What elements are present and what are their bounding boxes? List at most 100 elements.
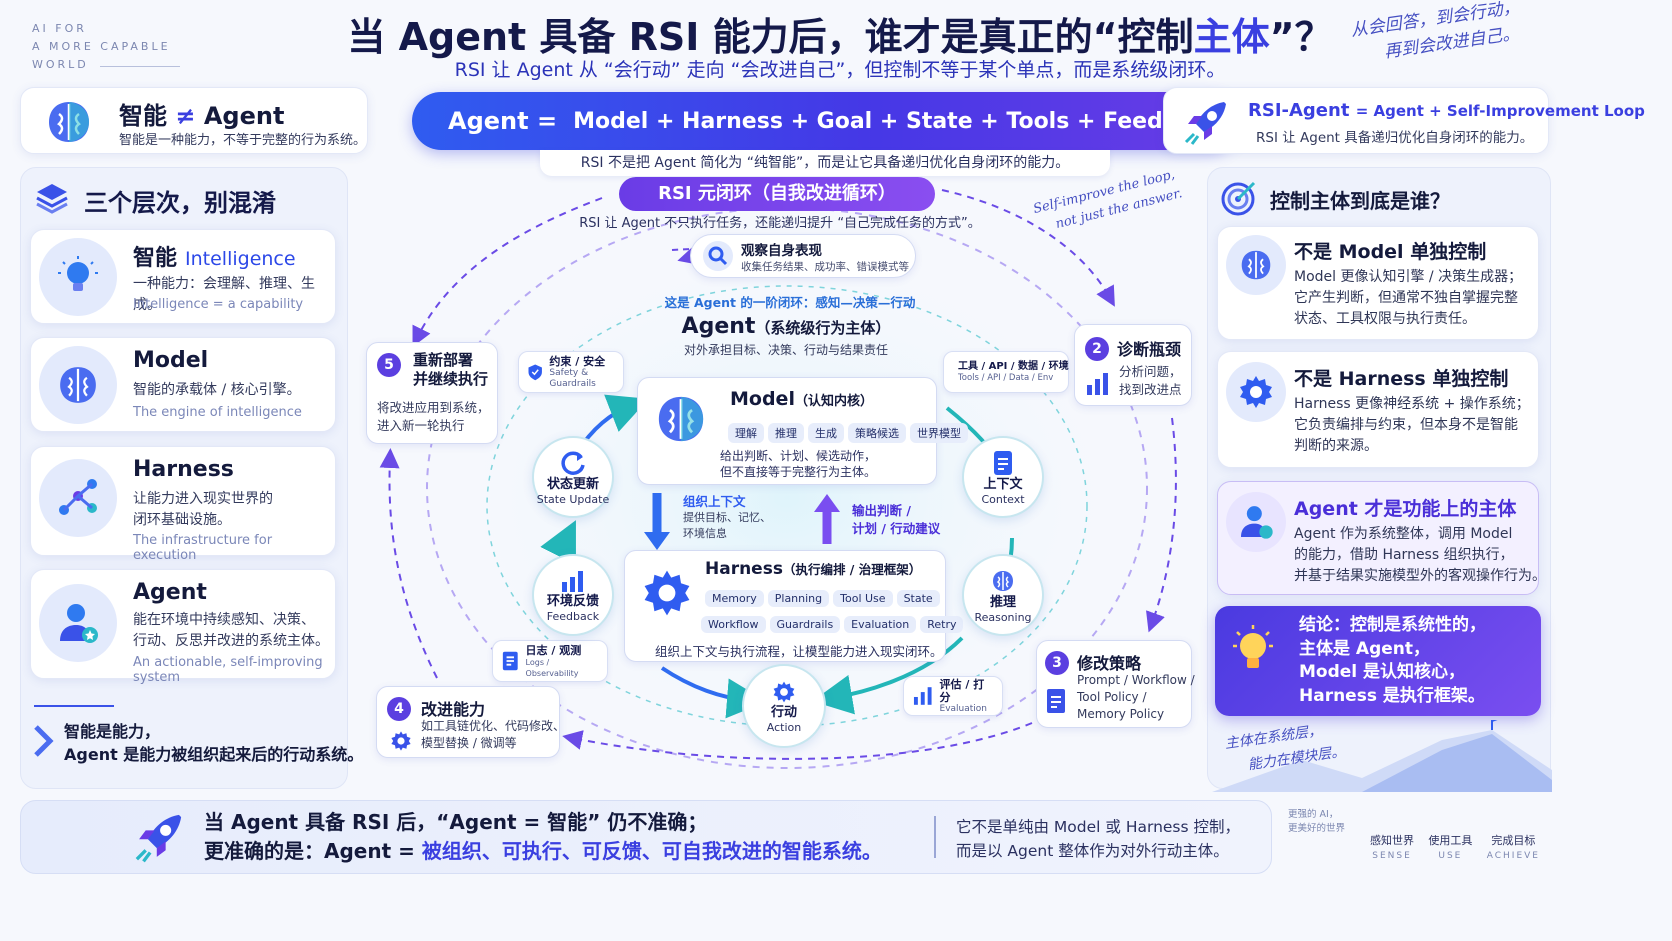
formula-note: RSI 不是把 Agent 简化为 “纯智能”，而是让它具备递归优化自身闭环的能… — [540, 150, 1110, 176]
agent-user-icon — [39, 584, 117, 662]
step-redeploy: 5 重新部署并继续执行 将改进应用到系统，进入新一轮执行 — [366, 342, 498, 444]
intelligence-neq-agent-desc: 智能是一种能力，不等于完整的行为系统。 — [119, 133, 367, 148]
chip-workflow: Workflow — [701, 616, 766, 633]
level-agent-en: An actionable, self-improving system — [133, 655, 323, 685]
rocket-icon — [1178, 94, 1234, 150]
step-observe: 观察自身表现 收集任务结果、成功率、错误模式等 — [690, 234, 916, 278]
level-agent-desc-1: 能在环境中持续感知、决策、 — [133, 612, 315, 628]
step-improve-title: 改进能力 — [421, 700, 486, 719]
rsi-agent-title: RSI-Agent = Agent + Self-Improvement Loo… — [1248, 100, 1645, 121]
step-modify-title: 修改策略 — [1077, 654, 1142, 673]
document-icon — [1045, 687, 1069, 715]
not-harness-title: 不是 Harness 单独控制 — [1294, 368, 1509, 390]
step-modify-desc: Prompt / Workflow /Tool Policy /Memory P… — [1077, 673, 1195, 721]
page-subtitle: RSI 让 Agent 从 “会行动” 走向 “会改进自己”，但控制不等于某个单… — [454, 59, 1226, 81]
observe-desc: 收集任务结果、成功率、错误模式等 — [741, 260, 909, 273]
step-number-3: 3 — [1045, 651, 1069, 675]
step-improve-desc: 如工具链优化、代码修改、模型替换 / 微调等 — [421, 719, 566, 750]
target-icon — [1220, 177, 1260, 217]
chip-world-model: 世界模型 — [910, 423, 968, 443]
conclusion-text: 结论：控制是系统性的，主体是 Agent，Model 是认知核心，Harness… — [1299, 615, 1486, 706]
gear-icon — [389, 729, 413, 753]
level-model-title: Model — [133, 348, 209, 373]
chip-planning: Planning — [767, 590, 830, 607]
step-redeploy-title: 重新部署并继续执行 — [413, 351, 489, 388]
chip-understand: 理解 — [728, 423, 764, 443]
bar-chart-icon — [913, 687, 932, 705]
chip-guardrails: Guardrails — [769, 616, 841, 633]
step-redeploy-desc: 将改进应用到系统，进入新一轮执行 — [377, 400, 490, 433]
model-core-box: Model（认知内核） 理解推理生成策略候选世界模型 给出判断、计划、候选动作，… — [637, 377, 968, 485]
gear-icon — [639, 565, 699, 625]
organize-context-label: 组织上下文 提供目标、记忆、 环境信息 — [683, 494, 771, 540]
step-improve-capability: 4 改进能力 如工具链优化、代码修改、模型替换 / 微调等 — [376, 686, 565, 758]
lightbulb-icon — [39, 238, 117, 316]
level-harness-desc-1: 让能力进入现实世界的 — [133, 491, 273, 507]
chip-strategy: 策略候选 — [848, 423, 906, 443]
harness-core-desc: 组织上下文与执行流程，让模型能力进入现实闭环。 — [655, 644, 943, 659]
agent-formula-pill: Agent = Model + Harness + Goal + State +… — [412, 92, 1444, 150]
gear-icon — [773, 681, 795, 702]
rsi-loop-title: RSI 元闭环（自我改进循环） — [619, 177, 935, 211]
level-agent-title: Agent — [133, 580, 207, 605]
step-number-2: 2 — [1085, 337, 1109, 361]
level-model-card: Model 智能的承载体 / 核心引擎。 The engine of intel… — [30, 337, 336, 432]
level-agent-desc-2: 行动、反思并改进的系统主体。 — [133, 633, 329, 649]
chip-evaluation: Evaluation — [844, 616, 917, 633]
layers-icon — [34, 180, 70, 216]
agent-is-subject-title: Agent 才是功能上的主体 — [1294, 498, 1517, 520]
three-levels-title: 三个层次，别混淆 — [84, 189, 276, 217]
level-intelligence-desc: 一种能力：会理解、推理、生成。 — [133, 276, 315, 313]
brand-tagline: AI FOR A MORE CAPABLE WORLD — [32, 20, 171, 74]
refresh-icon — [561, 451, 585, 475]
level-model-en: The engine of intelligence — [133, 405, 302, 420]
step-diagnose-title: 诊断瓶颈 — [1117, 340, 1182, 359]
chip-tool-use: Tool Use — [833, 590, 893, 607]
rsi-agent-desc: RSI 让 Agent 具备递归优化自身闭环的能力。 — [1256, 130, 1534, 146]
rocket-icon — [128, 806, 190, 868]
bottom-conclusion-bar — [20, 800, 1272, 874]
shield-icon — [528, 364, 542, 381]
not-model-desc: Model 更像认知引擎 / 决策生成器；它产生判断，但通常不独自掌握完整状态、… — [1294, 269, 1523, 327]
agent-core-label: Agent（系统级行为主体） 对外承担目标、决策、行动与结果责任 — [681, 314, 891, 357]
step-diagnose: 2 诊断瓶颈 分析问题，找到改进点 — [1074, 324, 1192, 406]
conclusion-card: 结论：控制是系统性的，主体是 Agent，Model 是认知核心，Harness… — [1215, 606, 1541, 716]
not-model-title: 不是 Model 单独控制 — [1294, 241, 1487, 263]
level-harness-en: The infrastructure for execution — [133, 533, 273, 563]
document-icon — [502, 651, 518, 671]
brand-line-3: WORLD — [32, 58, 89, 71]
control-subject-title: 控制主体到底是谁？ — [1270, 189, 1450, 213]
brain-icon — [650, 388, 714, 452]
level-agent-card: Agent 能在环境中持续感知、决策、 行动、反思并改进的系统主体。 An ac… — [30, 569, 336, 685]
model-capability-chips: 理解推理生成策略候选世界模型 — [726, 422, 970, 443]
brain-icon — [41, 94, 97, 150]
network-icon — [39, 459, 117, 537]
observe-title: 观察自身表现 — [741, 242, 822, 259]
chip-reason: 推理 — [768, 423, 804, 443]
agent-user-icon — [1226, 492, 1286, 552]
intelligence-not-agent-card: 智能 ≠ Agent 智能是一种能力，不等于完整的行为系统。 — [20, 87, 368, 154]
output-judgement-label: 输出判断 /计划 / 行动建议 — [852, 503, 941, 536]
footer-tagline: 更强的 AI，更美好的世界 — [1288, 809, 1346, 834]
model-core-desc: 给出判断、计划、候选动作，但不直接等于完整行为主体。 — [720, 449, 877, 479]
bottom-main-statement: 当 Agent 具备 RSI 后，“Agent = 智能” 仍不准确； 更准确的… — [204, 810, 882, 863]
chip-state: State — [896, 590, 940, 607]
